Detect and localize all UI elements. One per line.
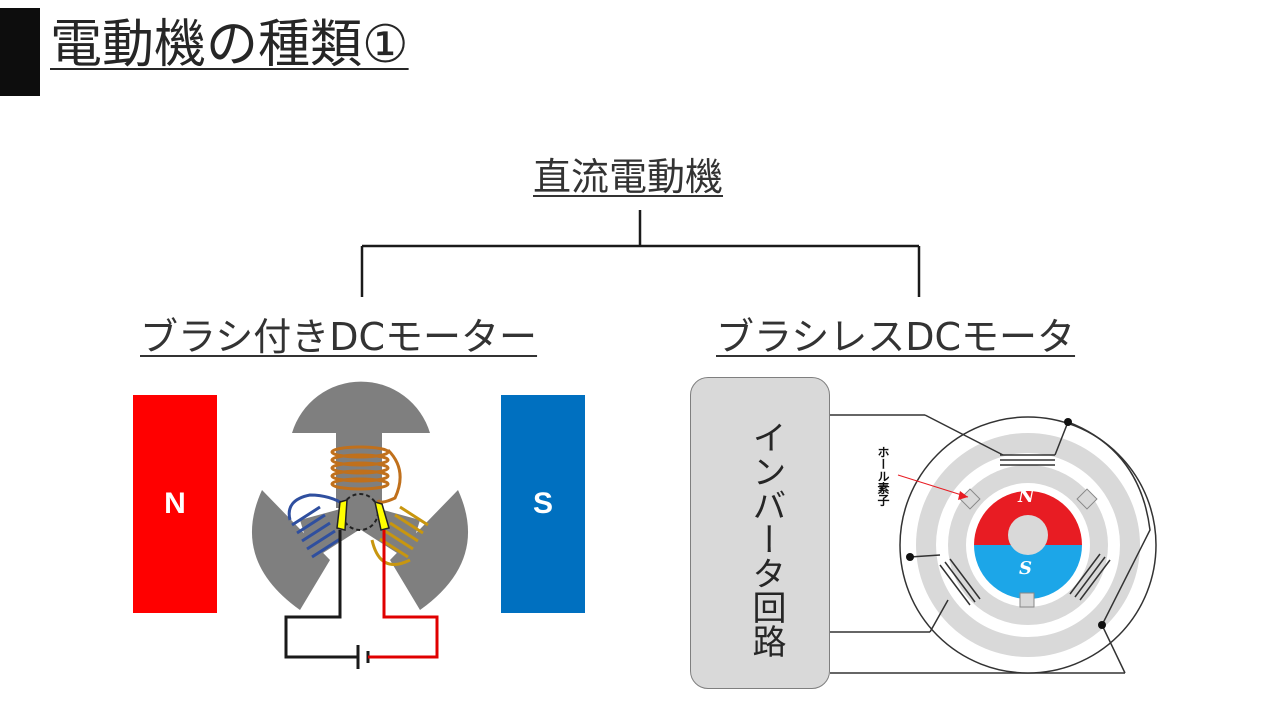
hall-pointer-arrow	[958, 491, 968, 500]
brush-right	[374, 500, 390, 531]
brushless-rotor	[974, 491, 1082, 599]
magnet-north: N	[133, 395, 217, 613]
rotor-shaft	[1008, 515, 1048, 555]
inverter-box	[690, 377, 830, 689]
hall-pointer-line	[897, 474, 969, 498]
tree-connectors	[360, 210, 921, 297]
tree-left-label: ブラシ付きDCモーター	[140, 315, 538, 359]
rotor-south-label: S	[1019, 558, 1032, 579]
coil-blue	[287, 493, 346, 559]
coil-orange	[330, 445, 402, 504]
page-title: 電動機の種類①	[50, 15, 409, 75]
tree-right-label: ブラシレスDCモータ	[716, 315, 1076, 359]
rotor-south-half	[974, 545, 1082, 599]
magnet-south: S	[501, 395, 585, 613]
brush-left	[336, 498, 348, 531]
rotor-pole-top	[292, 381, 430, 433]
brushed-rotor	[251, 381, 469, 610]
rotor-pole-left	[251, 490, 330, 610]
brushes	[336, 498, 390, 531]
hall-element-label: ホール素子	[876, 446, 890, 506]
rotor-north-label: N	[1018, 486, 1035, 507]
stator-coils	[909, 414, 1151, 674]
title-accent-bar	[0, 8, 40, 96]
rotor-pole-right	[390, 490, 469, 610]
inverter-label: インバータ回路	[746, 420, 786, 658]
terminals	[906, 418, 1106, 629]
hall-sensors	[959, 488, 1098, 608]
tree-root-label: 直流電動機	[533, 155, 724, 199]
battery-circuit	[284, 530, 439, 669]
